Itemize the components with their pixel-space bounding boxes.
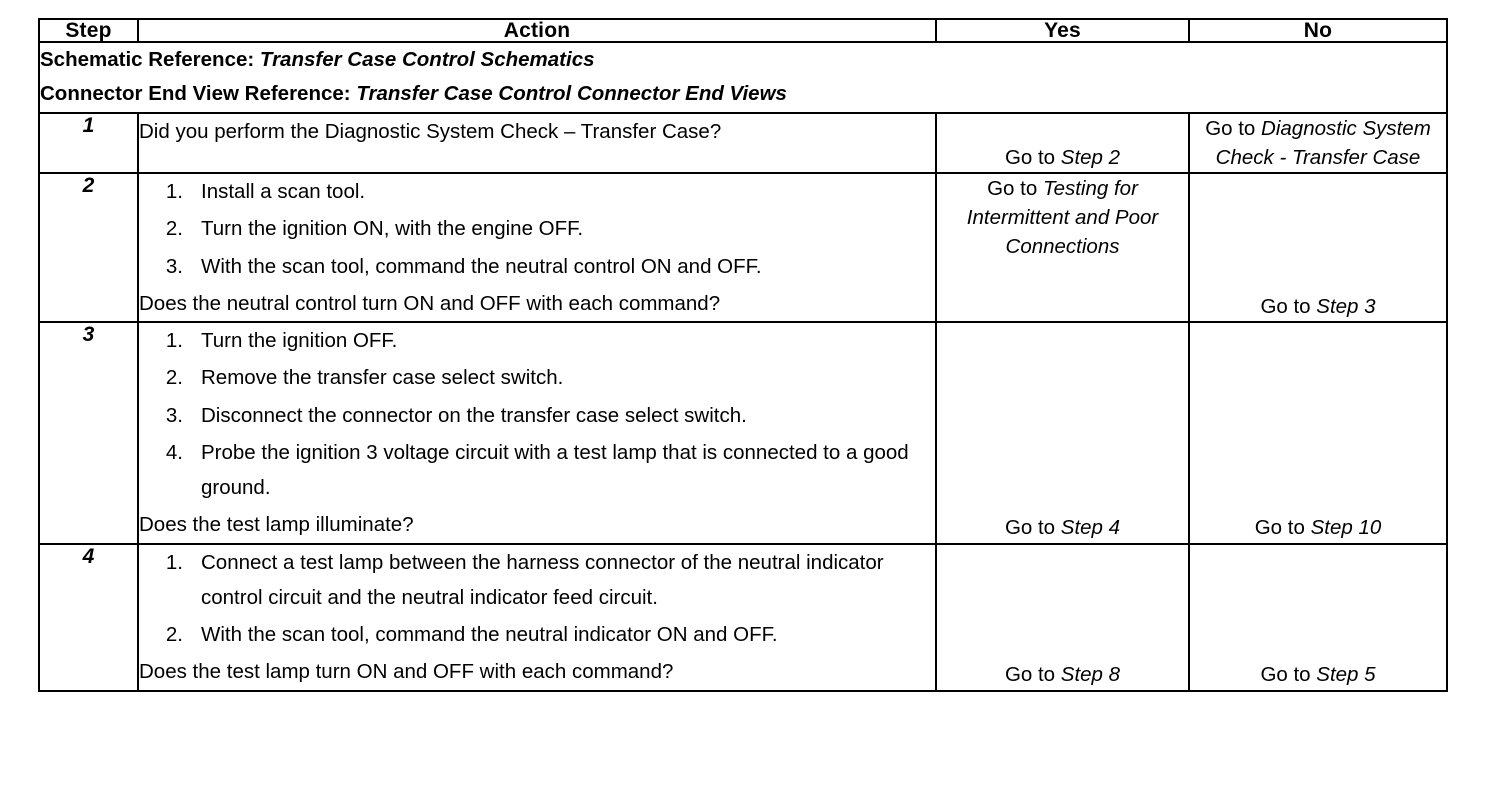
no-answer-cell: Go to Diagnostic System Check - Transfer… bbox=[1188, 111, 1448, 175]
action-list-text: With the scan tool, command the neutral … bbox=[201, 623, 778, 647]
action-list-item: 1. Turn the ignition OFF. bbox=[139, 323, 935, 358]
step-number-cell: 1 bbox=[38, 111, 139, 175]
action-list-item: 4. Probe the ignition 3 voltage circuit w… bbox=[139, 435, 935, 506]
action-question: Does the test lamp illuminate? bbox=[139, 513, 414, 537]
reference-cell: Schematic Reference: Transfer Case Contr… bbox=[38, 41, 1448, 114]
reference-row: Schematic Reference: Transfer Case Contr… bbox=[38, 41, 1448, 114]
yes-answer-cell: Go to Testing for Intermittent and Poor … bbox=[935, 172, 1190, 324]
reference-label: Connector End View Reference: bbox=[40, 82, 351, 106]
yes-goto-prefix: Go to bbox=[987, 177, 1043, 201]
action-cell: Did you perform the Diagnostic System Ch… bbox=[137, 111, 937, 175]
yes-answer-text: Go to Step 2 bbox=[937, 143, 1188, 172]
action-cell: 1. Turn the ignition OFF. 2. Remove the tra… bbox=[137, 321, 937, 545]
reference-value: Transfer Case Control Connector End View… bbox=[356, 82, 787, 106]
table-row: 4 1. Connect a test lamp between the harne… bbox=[38, 542, 1448, 692]
no-goto-prefix: Go to bbox=[1260, 294, 1317, 318]
no-answer-text: Go to Step 5 bbox=[1190, 660, 1446, 689]
action-list-number: 1. bbox=[165, 550, 183, 574]
yes-answer-cell: Go to Step 4 bbox=[935, 321, 1190, 545]
action-list-number: 3. bbox=[165, 403, 183, 427]
column-header-action: Action bbox=[137, 18, 937, 43]
column-header-no: No bbox=[1188, 18, 1448, 43]
reference-line: Schematic Reference: Transfer Case Contr… bbox=[40, 43, 1446, 77]
action-list: 1. Install a scan tool. 2. Turn the ignitio… bbox=[139, 174, 935, 284]
action-list-number: 2. bbox=[165, 217, 183, 241]
action-list-item: 3. With the scan tool, command the neutra… bbox=[139, 249, 935, 284]
no-goto-target[interactable]: Step 5 bbox=[1316, 663, 1376, 687]
no-goto-target[interactable]: Step 10 bbox=[1310, 516, 1382, 540]
action-question: Does the test lamp turn ON and OFF with … bbox=[139, 660, 674, 684]
yes-goto-prefix: Go to bbox=[1004, 663, 1061, 687]
no-answer-cell: Go to Step 3 bbox=[1188, 172, 1448, 324]
yes-answer-text: Go to Testing for Intermittent and Poor … bbox=[937, 174, 1188, 261]
table-row: 2 1. Install a scan tool. 2. Turn the igniti… bbox=[38, 172, 1448, 324]
action-list-text: Disconnect the connector on the transfer… bbox=[201, 403, 747, 427]
step-number-cell: 4 bbox=[38, 542, 139, 692]
no-goto-prefix: Go to bbox=[1260, 663, 1317, 687]
action-list-text: Probe the ignition 3 voltage circuit wit… bbox=[201, 440, 909, 500]
yes-goto-target[interactable]: Testing for Intermittent and Poor Connec… bbox=[966, 177, 1159, 259]
yes-goto-target[interactable]: Step 2 bbox=[1060, 145, 1121, 169]
action-list-number: 3. bbox=[165, 254, 183, 278]
action-question: Does the neutral control turn ON and OFF… bbox=[139, 291, 721, 315]
yes-answer-cell: Go to Step 2 bbox=[935, 111, 1190, 175]
action-cell: 1. Connect a test lamp between the harnes… bbox=[137, 542, 937, 692]
action-list-item: 2. Remove the transfer case select switch… bbox=[139, 360, 935, 395]
action-list-item: 1. Connect a test lamp between the harnes… bbox=[139, 545, 935, 616]
action-list-text: Turn the ignition OFF. bbox=[201, 329, 398, 353]
action-list-item: 2. Turn the ignition ON, with the engine … bbox=[139, 211, 935, 246]
yes-answer-cell: Go to Step 8 bbox=[935, 542, 1190, 692]
reference-label: Schematic Reference: bbox=[40, 48, 255, 71]
yes-goto-prefix: Go to bbox=[1004, 145, 1061, 169]
action-list-text: Install a scan tool. bbox=[201, 180, 366, 204]
no-answer-cell: Go to Step 10 bbox=[1188, 321, 1448, 545]
no-answer-cell: Go to Step 5 bbox=[1188, 542, 1448, 692]
action-list-number: 4. bbox=[165, 440, 183, 464]
action-list-number: 1. bbox=[165, 329, 183, 353]
action-list-item: 2. With the scan tool, command the neutra… bbox=[139, 617, 935, 652]
column-header-yes: Yes bbox=[935, 18, 1190, 43]
action-cell: 1. Install a scan tool. 2. Turn the ignitio… bbox=[137, 172, 937, 324]
yes-goto-target[interactable]: Step 8 bbox=[1060, 663, 1121, 687]
step-number-cell: 3 bbox=[38, 321, 139, 545]
no-goto-target[interactable]: Diagnostic System Check - Transfer Case bbox=[1215, 116, 1431, 169]
no-goto-target[interactable]: Step 3 bbox=[1316, 294, 1376, 318]
action-list-number: 1. bbox=[165, 180, 183, 204]
action-list-text: With the scan tool, command the neutral … bbox=[201, 254, 762, 278]
action-list-number: 2. bbox=[165, 623, 183, 647]
no-goto-prefix: Go to bbox=[1254, 516, 1311, 540]
action-list: 1. Connect a test lamp between the harnes… bbox=[139, 545, 935, 653]
yes-goto-prefix: Go to bbox=[1004, 516, 1061, 540]
no-answer-text: Go to Step 10 bbox=[1190, 513, 1446, 542]
action-intro: Did you perform the Diagnostic System Ch… bbox=[139, 119, 722, 143]
yes-answer-text: Go to Step 4 bbox=[937, 513, 1188, 542]
action-list-number: 2. bbox=[165, 366, 183, 390]
action-list-text: Connect a test lamp between the harness … bbox=[201, 550, 884, 609]
table-row: 3 1. Turn the ignition OFF. 2. Remove the tr… bbox=[38, 321, 1448, 545]
action-list: 1. Turn the ignition OFF. 2. Remove the tra… bbox=[139, 323, 935, 505]
yes-answer-text: Go to Step 8 bbox=[937, 660, 1188, 689]
yes-goto-target[interactable]: Step 4 bbox=[1060, 516, 1121, 540]
action-list-text: Turn the ignition ON, with the engine OF… bbox=[201, 217, 584, 241]
reference-line: Connector End View Reference: Transfer C… bbox=[40, 77, 1446, 111]
reference-value: Transfer Case Control Schematics bbox=[259, 48, 595, 71]
action-list-item: 1. Install a scan tool. bbox=[139, 174, 935, 209]
no-answer-text: Go to Step 3 bbox=[1190, 292, 1446, 321]
no-goto-prefix: Go to bbox=[1205, 116, 1262, 140]
action-list-text: Remove the transfer case select switch. bbox=[201, 366, 564, 390]
no-answer-text: Go to Diagnostic System Check - Transfer… bbox=[1190, 114, 1446, 172]
action-list-item: 3. Disconnect the connector on the transf… bbox=[139, 398, 935, 433]
column-header-step: Step bbox=[38, 18, 139, 43]
step-number-cell: 2 bbox=[38, 172, 139, 324]
